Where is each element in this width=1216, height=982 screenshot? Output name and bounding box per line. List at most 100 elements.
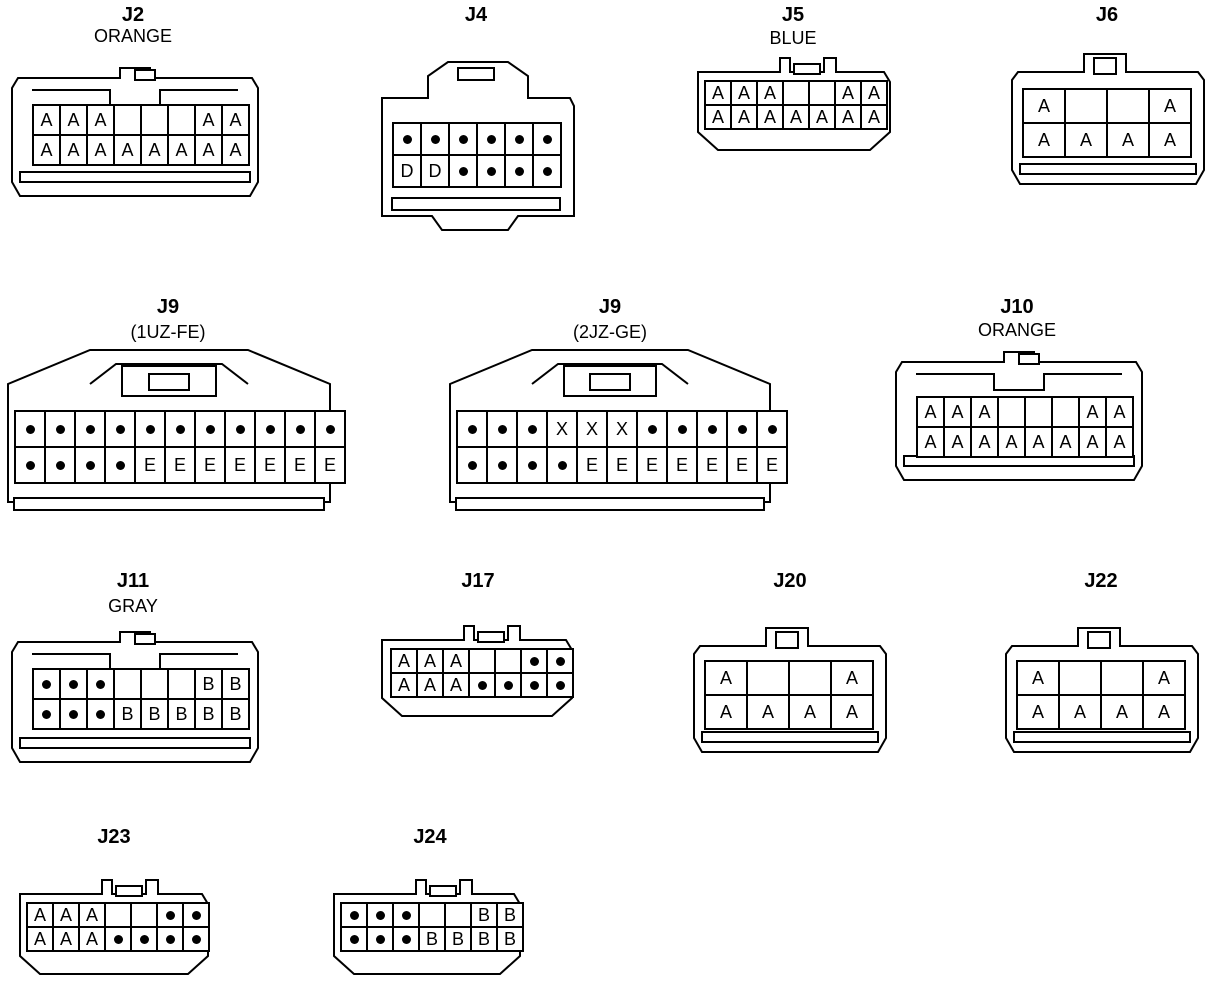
pin-dot xyxy=(368,928,392,950)
connector-title: J10 xyxy=(1000,296,1034,318)
pin-label: A xyxy=(1150,90,1190,122)
pin-label: A xyxy=(862,82,886,104)
pin-label: A xyxy=(706,696,746,728)
pin-label: B xyxy=(472,904,496,926)
pin-dot xyxy=(394,928,418,950)
pin-label: E xyxy=(196,448,224,482)
pin-dot xyxy=(758,412,786,446)
pin-label: A xyxy=(972,428,997,456)
connector-title: J9 xyxy=(598,296,622,318)
connector-color-label: BLUE xyxy=(769,28,817,48)
connector-title: J2 xyxy=(121,4,145,26)
pin-dot xyxy=(638,412,666,446)
pin-label: A xyxy=(61,136,86,164)
pin-dot xyxy=(450,156,476,186)
pin-dot xyxy=(548,448,576,482)
latch-gap xyxy=(169,106,194,134)
pin-label: A xyxy=(758,106,782,128)
pin-label: A xyxy=(784,106,808,128)
pin-dot xyxy=(316,412,344,446)
pin-label: A xyxy=(1150,124,1190,156)
pin-dot xyxy=(518,412,546,446)
pin-dot xyxy=(132,928,156,950)
pin-label: A xyxy=(945,428,970,456)
pin-label: A xyxy=(142,136,167,164)
pin-dot xyxy=(342,928,366,950)
pin-label: A xyxy=(748,696,788,728)
pin-dot xyxy=(196,412,224,446)
pin-dot xyxy=(506,124,532,154)
pin-label: A xyxy=(223,106,248,134)
pin-dot xyxy=(422,124,448,154)
pin-label: A xyxy=(1108,124,1148,156)
pin-dot xyxy=(458,412,486,446)
pin-dot xyxy=(450,124,476,154)
pin-dot xyxy=(184,904,208,926)
connector-title: J23 xyxy=(97,826,131,848)
pin-label: A xyxy=(1018,662,1058,694)
pin-label: E xyxy=(256,448,284,482)
pin-label: B xyxy=(115,700,140,728)
pin-label: A xyxy=(61,106,86,134)
pin-label: A xyxy=(1107,428,1132,456)
latch-gap xyxy=(115,670,140,698)
pin-label: A xyxy=(1026,428,1051,456)
pin-dot xyxy=(668,412,696,446)
pin-label: A xyxy=(1060,696,1100,728)
pin-label: A xyxy=(80,904,104,926)
pin-dot xyxy=(458,448,486,482)
latch-gap xyxy=(446,904,470,926)
pin-label: A xyxy=(418,650,442,672)
pin-dot xyxy=(16,448,44,482)
pin-dot xyxy=(698,412,726,446)
pin-dot xyxy=(16,412,44,446)
latch-gap xyxy=(142,106,167,134)
pin-label: A xyxy=(1024,90,1064,122)
connector-color-label: (1UZ-FE) xyxy=(130,322,206,342)
pin-dot xyxy=(46,448,74,482)
pin-label: B xyxy=(498,928,522,950)
pin-dot xyxy=(342,904,366,926)
pin-label: A xyxy=(918,398,943,426)
connector-title: J5 xyxy=(781,4,805,26)
pin-dot xyxy=(534,124,560,154)
pin-label: E xyxy=(638,448,666,482)
latch-gap xyxy=(1108,90,1148,122)
latch-gap xyxy=(169,670,194,698)
pin-label: A xyxy=(918,428,943,456)
pin-label: A xyxy=(732,106,756,128)
pin-dot xyxy=(548,674,572,696)
pin-dot xyxy=(368,904,392,926)
pin-label: A xyxy=(706,106,730,128)
pin-dot xyxy=(496,674,520,696)
latch-gap xyxy=(470,650,494,672)
pin-dot xyxy=(76,412,104,446)
latch-gap xyxy=(1066,90,1106,122)
pin-dot xyxy=(226,412,254,446)
pin-dot xyxy=(106,928,130,950)
pin-label: A xyxy=(810,106,834,128)
pin-label: A xyxy=(706,662,746,694)
pin-label: A xyxy=(836,106,860,128)
pin-label: X xyxy=(608,412,636,446)
pin-label: A xyxy=(444,674,468,696)
pin-dot xyxy=(478,124,504,154)
pin-dot xyxy=(728,412,756,446)
pin-dot xyxy=(61,670,86,698)
pin-label: A xyxy=(115,136,140,164)
pin-dot xyxy=(76,448,104,482)
latch-gap xyxy=(142,670,167,698)
pin-label: A xyxy=(88,136,113,164)
